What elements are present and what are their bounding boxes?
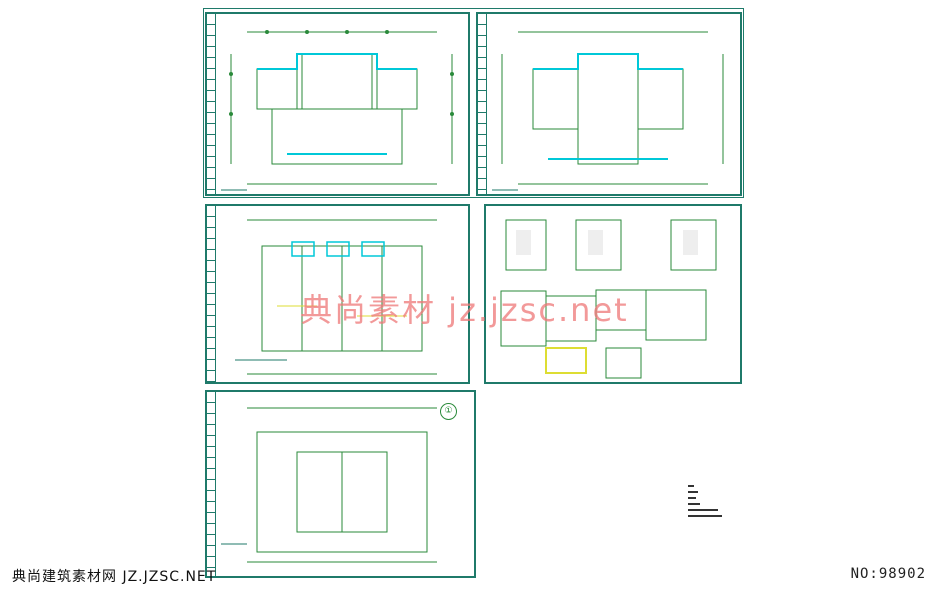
notes-block [688, 485, 722, 521]
drawing-sheet-1[interactable] [205, 12, 470, 196]
drawing-sheet-2[interactable] [476, 12, 742, 196]
outer-frame [203, 8, 744, 198]
footer-id: NO:98902 [850, 566, 926, 582]
floor-plan-2 [492, 31, 724, 191]
floor-plan-5 [221, 407, 437, 563]
floor-plan-1 [221, 30, 454, 191]
sheet-number-mark: ① [440, 403, 457, 420]
title-strip [207, 14, 216, 194]
title-strip [478, 14, 487, 194]
title-strip [207, 392, 216, 576]
footer-site-name[interactable]: 典尚建筑素材网 JZ.JZSC.NET [12, 569, 217, 585]
drawing-sheet-5[interactable]: ① [205, 390, 476, 578]
watermark: 典尚素材 jz.jzsc.net [300, 291, 629, 329]
title-strip [207, 206, 216, 382]
detail-drawings [500, 219, 717, 379]
drawing-sheet-4[interactable] [484, 204, 742, 384]
drawing-sheet-3[interactable] [205, 204, 470, 384]
floor-plan-3 [235, 219, 437, 375]
